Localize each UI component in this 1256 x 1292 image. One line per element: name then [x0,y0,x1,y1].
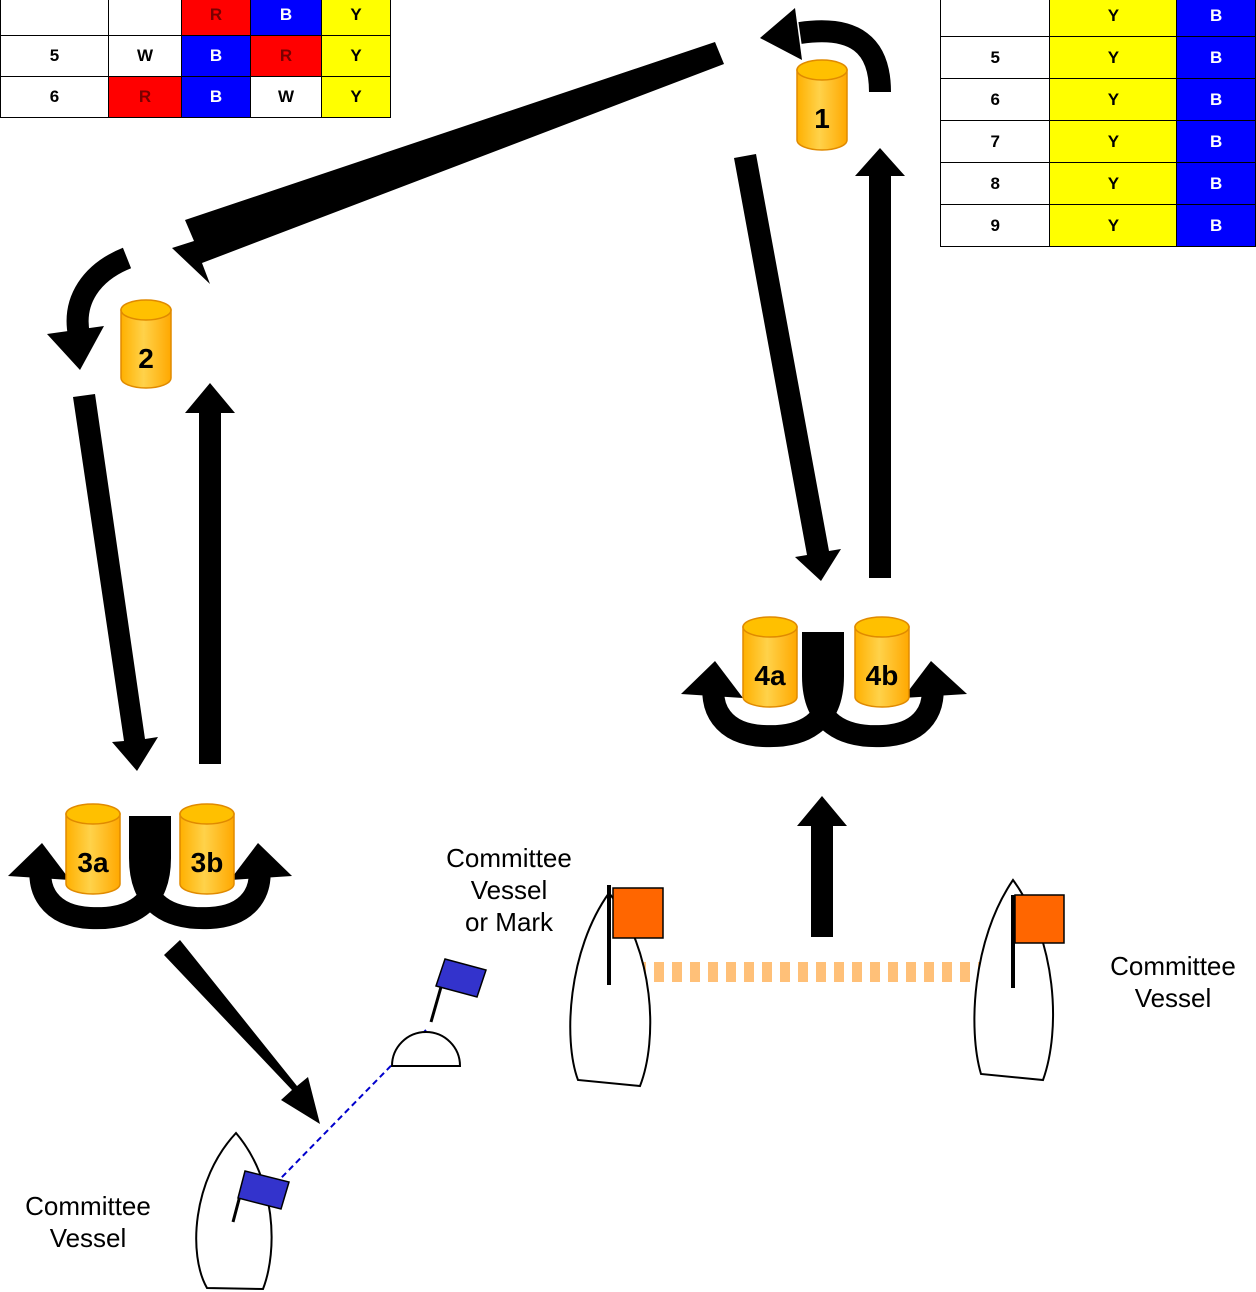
rounding-arrow-gate4 [681,632,967,748]
table-cell [108,0,182,36]
table-cell [0,0,109,36]
arrow-gate3-up-to-mark2 [185,383,235,764]
mark-3b: 3b [179,803,235,895]
table-cell: Y [1049,0,1178,37]
table-cell: Y [1049,78,1178,121]
mark-3b-label: 3b [191,847,224,878]
start-line [618,962,1006,982]
mark-3a-label: 3a [77,847,109,878]
rounding-arrow-gate3 [8,816,292,930]
label-line: Vessel [470,875,548,905]
table-row: 6 Y B [939,78,1256,121]
start-vessel-left [569,885,664,1088]
table-row: 9 Y B [939,204,1256,247]
table-row: R B Y [0,0,391,36]
table-cell: 5 [939,36,1051,79]
table-cell: W [108,35,182,77]
arrow-gate3-to-finish [164,940,320,1124]
arrow-to-mark1 [855,148,905,578]
table-cell: B [1176,78,1256,121]
mark-1: 1 [796,59,848,151]
label-mark-vessel: Committee Vessel or Mark [424,842,594,938]
start-flag-right [1014,894,1065,944]
mark-4b: 4b [854,616,910,708]
arrow-start-up-to-gate4 [797,796,847,937]
table-row: 5 Y B [939,36,1256,79]
table-cell: Y [321,0,391,36]
table-cell [939,0,1051,37]
mark-1-label: 1 [814,103,830,134]
table-row: 7 Y B [939,120,1256,163]
table-cell: 9 [939,204,1051,247]
table-cell: B [1176,204,1256,247]
table-cell: Y [1049,162,1178,205]
rounding-arrow-mark1 [760,8,891,93]
table-cell: R [250,35,322,77]
finish-vessel [195,1131,290,1291]
table-cell: B [1176,0,1256,37]
start-flag-left [612,887,664,939]
label-line: Committee [1110,951,1236,981]
label-start-vessel: Committee Vessel [1090,950,1256,1014]
label-line: Vessel [49,1223,127,1253]
mark-4a: 4a [742,616,798,708]
table-cell: B [1176,120,1256,163]
table-row: 8 Y B [939,162,1256,205]
finish-flag-vessel [237,1170,290,1210]
table-cell: R [108,76,182,118]
table-cell: B [1176,162,1256,205]
table-cell: Y [1049,120,1178,163]
table-cell: R [181,0,251,36]
table-cell: W [250,76,322,118]
label-line: Committee [446,843,572,873]
mark-3a: 3a [65,803,121,895]
label-line: Committee [25,1191,151,1221]
flag-table-right: Y B 5 Y B 6 Y B 7 Y B 8 Y B 9 Y B [939,0,1256,247]
label-line: or Mark [464,907,554,937]
table-cell: B [250,0,322,36]
table-cell: Y [1049,36,1178,79]
table-cell: 8 [939,162,1051,205]
table-cell: B [181,35,251,77]
table-cell: 6 [0,76,109,118]
table-cell: 6 [939,78,1051,121]
mark-2-label: 2 [138,343,154,374]
table-cell: Y [321,76,391,118]
label-line: Vessel [1134,983,1212,1013]
mark-2: 2 [120,299,172,389]
table-row: 6 R B W Y [0,76,391,118]
flag-table-left: R B Y 5 W B R Y 6 R B W Y [0,0,391,118]
finish-flag-buoy [435,958,487,998]
table-cell: Y [1049,204,1178,247]
start-vessel-right [973,878,1065,1082]
arrow-mark1-to-mark2 [172,42,724,284]
table-cell: Y [321,35,391,77]
table-row: 5 W B R Y [0,35,391,77]
table-cell: B [1176,36,1256,79]
arrow-mark1-down-to-gate4 [734,154,841,581]
table-cell: 5 [0,35,109,77]
table-cell: 7 [939,120,1051,163]
arrow-mark2-down-to-gate3 [73,394,158,771]
label-finish-vessel: Committee Vessel [8,1190,168,1254]
mark-4b-label: 4b [866,660,899,691]
mark-4a-label: 4a [754,660,786,691]
table-row: Y B [939,0,1256,37]
table-cell: B [181,76,251,118]
rounding-arrow-mark2 [47,247,132,370]
